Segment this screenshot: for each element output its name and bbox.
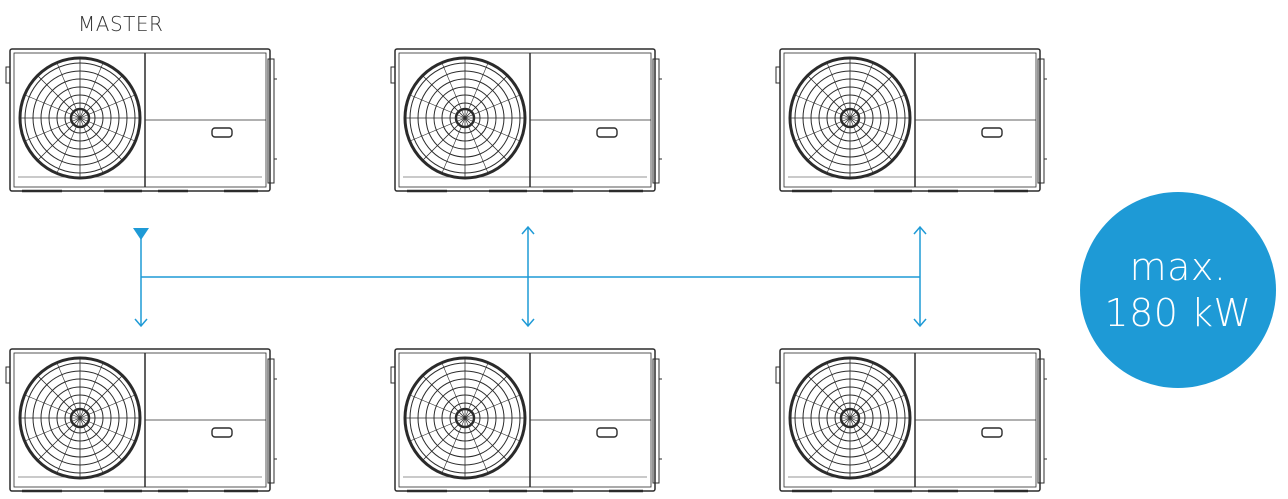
- capacity-badge: max. 180 kW: [1080, 192, 1276, 388]
- heat-pump-unit-bottom-3: [774, 347, 1049, 493]
- bus-connections: [134, 225, 927, 328]
- master-label: MASTER: [78, 12, 164, 36]
- arrow-down-unit-bottom-1: [134, 318, 148, 328]
- heat-pump-unit-bottom-2: [389, 347, 664, 493]
- master-output-marker: [133, 228, 149, 240]
- heat-pump-unit-top-2: [389, 47, 664, 193]
- arrow-up-unit-top-2: [521, 225, 535, 235]
- heat-pump-unit-top-3: [774, 47, 1049, 193]
- arrow-up-unit-top-3: [913, 225, 927, 235]
- capacity-badge-line1: max.: [1129, 245, 1227, 289]
- arrow-down-unit-bottom-2: [521, 318, 535, 328]
- capacity-badge-line2: 180 kW: [1104, 291, 1252, 335]
- heat-pump-unit-bottom-1: [4, 347, 279, 493]
- arrow-down-unit-bottom-3: [913, 318, 927, 328]
- heat-pump-unit-master: [4, 47, 279, 193]
